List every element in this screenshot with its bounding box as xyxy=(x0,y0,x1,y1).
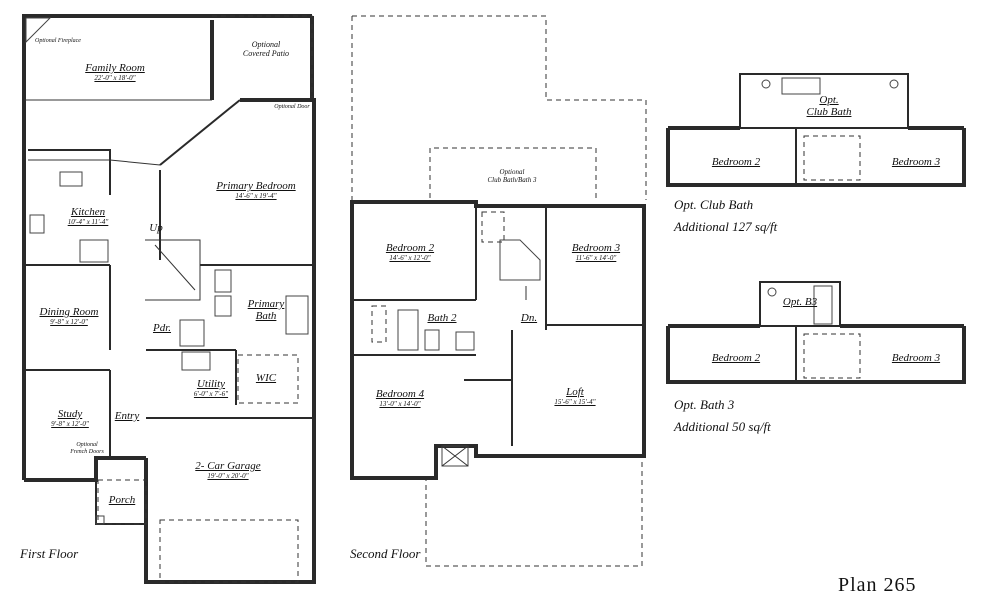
kitchen-dim: 10'-4" x 11'-4" xyxy=(67,218,109,226)
porch-label: Porch xyxy=(108,494,136,506)
loft-label: Loft 15'-6" x 15'-4" xyxy=(552,386,598,406)
garage-dim: 19'-0" x 20'-0" xyxy=(207,472,249,480)
loft-name: Loft xyxy=(566,386,584,398)
utility-label: Utility 6'-0" x 7'-6" xyxy=(188,378,234,398)
bedroom2-dim: 14'-6" x 12'-0" xyxy=(389,254,431,262)
french-doors-line2: French Doors xyxy=(70,449,104,455)
club-bath-note-line2: Club Bath/Bath 3 xyxy=(487,176,537,184)
primary-bath-label: Primary Bath xyxy=(246,298,286,322)
primary-bedroom-dim: 14'-6" x 19'-4" xyxy=(235,192,277,200)
club-bath-label: Opt. Club Bath xyxy=(800,94,858,118)
kitchen-name: Kitchen xyxy=(70,206,106,218)
bedroom3-name: Bedroom 3 xyxy=(571,242,621,254)
club-bath-line2: Club Bath xyxy=(806,106,852,118)
second-floor-caption: Second Floor xyxy=(350,546,421,561)
plan-title: Plan 265 xyxy=(838,574,917,596)
french-doors-note: Optional French Doors xyxy=(62,442,112,456)
club-bath-note: Optional Club Bath/Bath 3 xyxy=(470,168,554,184)
bedroom3-label: Bedroom 3 11'-6" x 14'-0" xyxy=(566,242,626,262)
club-option-bedroom3-label: Bedroom 3 xyxy=(891,156,941,168)
french-doors-line1: Optional xyxy=(76,442,98,448)
club-bath-option-caption: Opt. Club Bath Additional 127 sq/ft xyxy=(674,194,777,238)
bath3-label: Opt. B3 xyxy=(782,296,818,308)
club-bath-note-line1: Optional xyxy=(499,168,525,176)
bath2-label: Bath 2 xyxy=(427,312,457,324)
pdr-label: Pdr. xyxy=(152,322,172,334)
option-bath3-plan xyxy=(666,281,966,384)
stairs-up-label: Up xyxy=(149,222,163,234)
patio-note-line2: Covered Patio xyxy=(242,49,290,58)
fireplace-note: Optional Fireplace xyxy=(35,38,81,44)
family-room-dim: 22'-0" x 18'-0" xyxy=(94,74,136,82)
bath3-option-additional: Additional 50 sq/ft xyxy=(674,419,771,434)
garage-name: 2- Car Garage xyxy=(195,460,261,472)
bedroom2-name: Bedroom 2 xyxy=(385,242,435,254)
patio-note: Optional Covered Patio xyxy=(236,40,296,58)
first-floor-plan xyxy=(22,14,316,584)
bedroom4-dim: 13'-0" x 14'-0" xyxy=(379,400,421,408)
study-dim: 9'-8" x 12'-0" xyxy=(51,420,89,428)
dining-room-label: Dining Room 9'-8" x 12'-0" xyxy=(34,306,104,326)
second-floor-plan xyxy=(350,15,647,567)
bath3-option-bedroom2-label: Bedroom 2 xyxy=(711,352,761,364)
kitchen-label: Kitchen 10'-4" x 11'-4" xyxy=(58,206,118,226)
dn-label: Dn. xyxy=(520,312,538,324)
study-name: Study xyxy=(57,408,83,420)
dining-room-dim: 9'-8" x 12'-0" xyxy=(50,318,88,326)
family-room-name: Family Room xyxy=(85,62,145,74)
entry-label: Entry xyxy=(114,410,140,422)
optional-door-note: Optional Door xyxy=(274,104,310,110)
option-club-bath-plan xyxy=(666,73,966,187)
bath3-option-caption: Opt. Bath 3 Additional 50 sq/ft xyxy=(674,394,771,438)
family-room-label: Family Room 22'-0" x 18'-0" xyxy=(60,62,170,82)
loft-dim: 15'-6" x 15'-4" xyxy=(554,398,596,406)
bedroom2-label: Bedroom 2 14'-6" x 12'-0" xyxy=(378,242,442,262)
club-option-bedroom2-label: Bedroom 2 xyxy=(711,156,761,168)
club-bath-line1: Opt. xyxy=(819,94,839,106)
garage-label: 2- Car Garage 19'-0" x 20'-0" xyxy=(184,460,272,480)
bedroom3-dim: 11'-6" x 14'-0" xyxy=(575,254,617,262)
utility-name: Utility xyxy=(196,378,226,390)
bath3-option-bedroom3-label: Bedroom 3 xyxy=(891,352,941,364)
wic-label: WIC xyxy=(255,372,277,384)
dining-room-name: Dining Room xyxy=(39,306,99,318)
bath3-option-title: Opt. Bath 3 xyxy=(674,397,735,412)
bedroom4-label: Bedroom 4 13'-0" x 14'-0" xyxy=(368,388,432,408)
first-floor-caption: First Floor xyxy=(20,546,79,561)
bedroom4-name: Bedroom 4 xyxy=(375,388,425,400)
primary-bedroom-name: Primary Bedroom xyxy=(216,180,296,192)
patio-note-line1: Optional xyxy=(251,40,281,49)
primary-bedroom-label: Primary Bedroom 14'-6" x 19'-4" xyxy=(208,180,304,200)
primary-bath-line1: Primary xyxy=(247,298,285,310)
primary-bath-line2: Bath xyxy=(255,310,277,322)
club-bath-option-additional: Additional 127 sq/ft xyxy=(674,219,778,234)
utility-dim: 6'-0" x 7'-6" xyxy=(193,390,229,398)
study-label: Study 9'-8" x 12'-0" xyxy=(40,408,100,428)
club-bath-option-title: Opt. Club Bath xyxy=(674,197,754,212)
